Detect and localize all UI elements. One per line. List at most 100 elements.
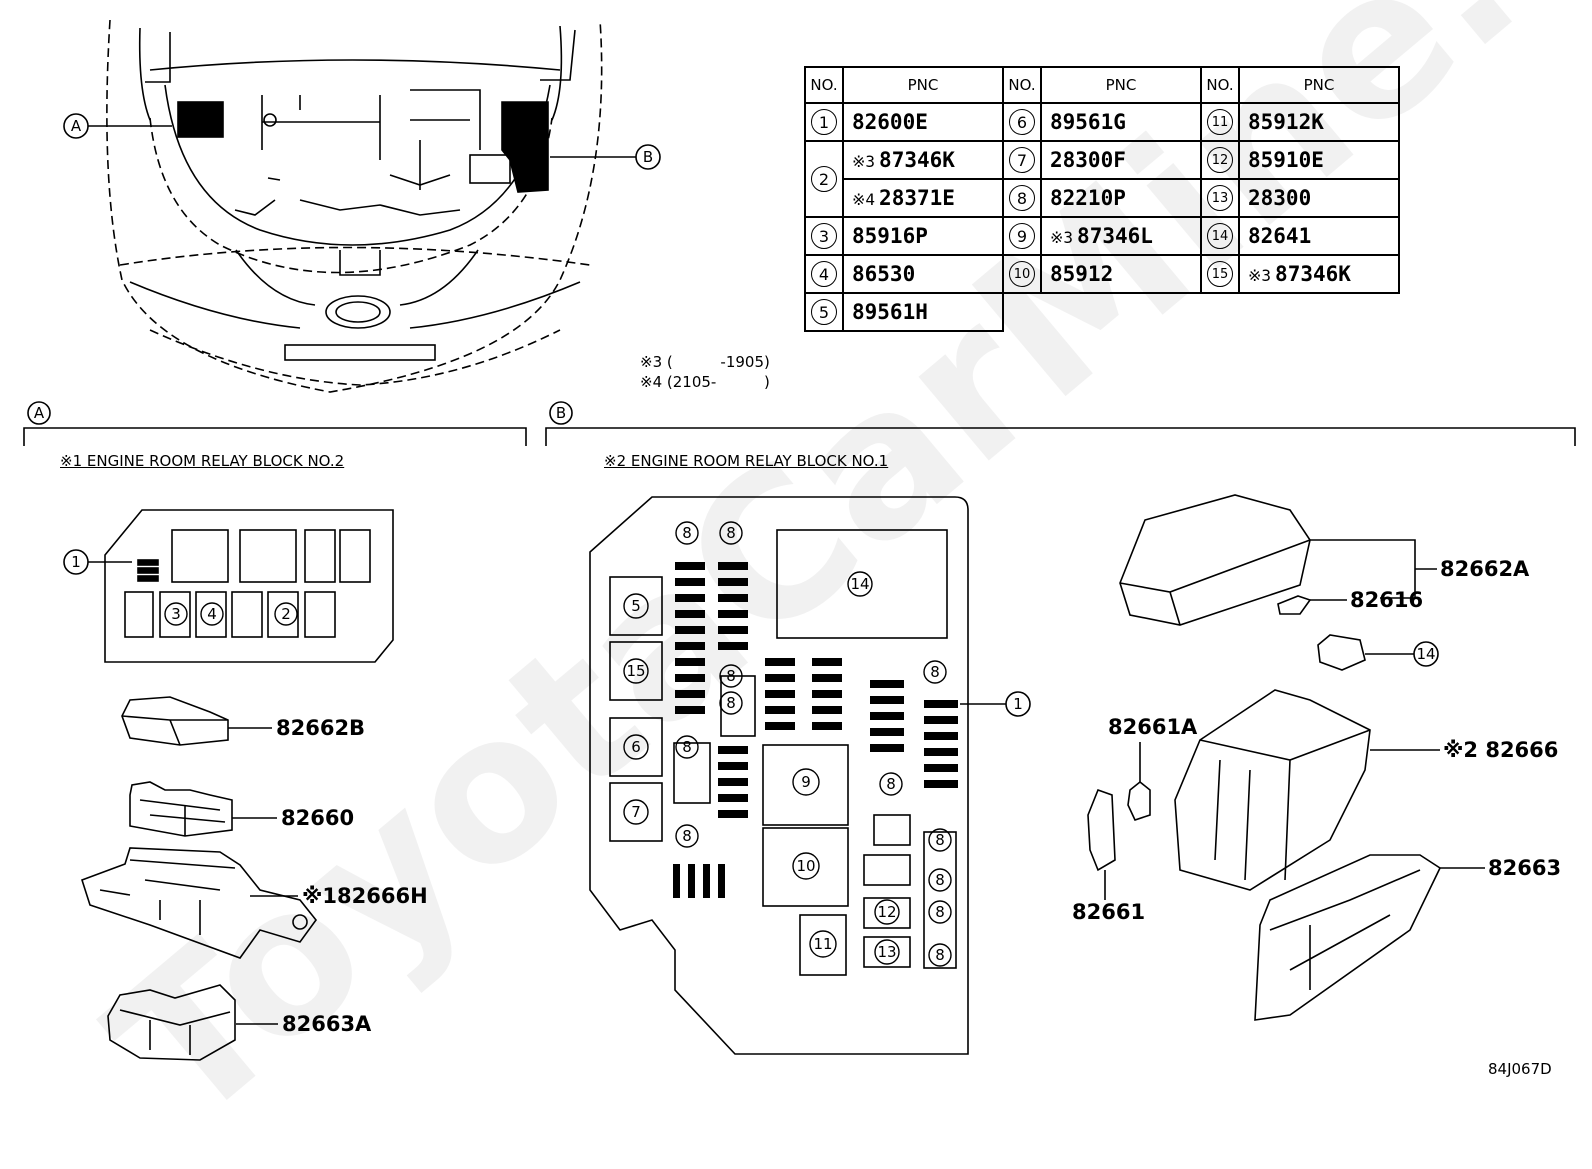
row-pnc: 28300: [1238, 178, 1400, 218]
row-pnc: 86530: [842, 254, 1004, 294]
part-label-82616: 82616: [1350, 588, 1423, 612]
bracket-b: [545, 427, 1576, 446]
row-no: 2: [811, 166, 837, 192]
drawing-code: 84J067D: [1488, 1060, 1552, 1078]
bracket-a: [23, 427, 527, 446]
row-pnc: 85912K: [1238, 102, 1400, 142]
row-no: 14: [1207, 223, 1233, 249]
table-header-row: NO. PNC NO. PNC NO. PNC: [804, 66, 1400, 104]
row-no: 5: [811, 299, 837, 325]
table-row: 5 89561H: [804, 292, 1399, 332]
part-82641-sketch: [1317, 634, 1439, 671]
row-pnc: 85916P: [842, 216, 1004, 256]
part-82661-sketch: [1087, 742, 1151, 900]
block-b-label-8: 8: [886, 775, 896, 793]
header-no-2: NO.: [1002, 66, 1042, 104]
row-no: 11: [1207, 109, 1233, 135]
callout-b-top: B: [643, 148, 653, 166]
part-label-82666H: ※182666H: [302, 884, 428, 908]
footnote-4: ※4 (2105- ): [640, 373, 770, 391]
block-b-label-6: 6: [631, 738, 641, 756]
row-no: 10: [1009, 261, 1035, 287]
part-label-82662A: 82662A: [1440, 557, 1530, 581]
row-pnc: 82641: [1238, 216, 1400, 256]
row-no: 9: [1009, 223, 1035, 249]
part-label-82660: 82660: [281, 806, 354, 830]
row-note: ※3: [852, 152, 876, 171]
block-b-label-8: 8: [935, 831, 945, 849]
callout-b-section: B: [556, 404, 566, 422]
block-b-label-10: 10: [796, 857, 815, 875]
line-art: A B A B 1 3 4 2 8 8 14 5 15 6 7 8 8 8 8 …: [23, 19, 1576, 1061]
row-pnc: 28371E: [879, 186, 955, 210]
section-a-title: ※1 ENGINE ROOM RELAY BLOCK NO.2: [60, 452, 345, 470]
terminal-bars: [673, 562, 958, 898]
part-label-82661A: 82661A: [1108, 715, 1198, 739]
block-b-label-8: 8: [935, 946, 945, 964]
header-pnc-1: PNC: [842, 66, 1004, 104]
part-label-82666: ※2 82666: [1443, 738, 1558, 762]
block-b-label-5: 5: [631, 597, 641, 615]
footnotes: ※3 ( -1905) ※4 (2105- ): [640, 352, 770, 392]
row-pnc: 87346L: [1077, 224, 1153, 248]
block-b-label-8: 8: [726, 667, 736, 685]
part-label-82663A: 82663A: [282, 1012, 372, 1036]
part-82662B-sketch: [121, 696, 272, 746]
row-no: 7: [1009, 147, 1035, 173]
block-b-label-8: 8: [726, 694, 736, 712]
block-a-callout-1: 1: [71, 553, 81, 571]
part-label-82661: 82661: [1072, 900, 1145, 924]
callout-a-top: A: [71, 117, 82, 135]
row-note: ※3: [1248, 266, 1272, 285]
row-no: 4: [811, 261, 837, 287]
row-pnc: 87346K: [879, 148, 955, 172]
row-no: 6: [1009, 109, 1035, 135]
row-pnc: 87346K: [1275, 262, 1351, 286]
block-b-label-15: 15: [626, 662, 645, 680]
part-82662A-sketch: [1119, 494, 1437, 626]
row-no: 15: [1207, 261, 1233, 287]
block-b-label-8: 8: [935, 871, 945, 889]
diagram-stage: ToyotaCarMine.ru: [23, 0, 1592, 1168]
block-b-label-8: 8: [682, 738, 692, 756]
row-pnc: 85912: [1040, 254, 1202, 294]
section-b-title: ※2 ENGINE ROOM RELAY BLOCK NO.1: [604, 452, 889, 470]
block-b-label-7: 7: [631, 803, 641, 821]
block-b-label-9: 9: [801, 773, 811, 791]
row-no: 12: [1207, 147, 1233, 173]
block-b-label-13: 13: [877, 943, 896, 961]
header-no-1: NO.: [804, 66, 844, 104]
block-b-label-14: 14: [850, 575, 869, 593]
right-callout-14: 14: [1416, 645, 1435, 663]
part-label-82663: 82663: [1488, 856, 1561, 880]
row-pnc: 28300F: [1040, 140, 1202, 180]
relay-block-a: [63, 509, 394, 663]
part-label-82662B: 82662B: [276, 716, 365, 740]
part-82663-sketch: [1254, 854, 1485, 1021]
row-pnc: 82600E: [842, 102, 1004, 142]
row-pnc: 89561H: [842, 292, 1004, 332]
block-a-label-4: 4: [207, 605, 217, 623]
callout-a-section: A: [34, 404, 45, 422]
row-pnc: 89561G: [1040, 102, 1202, 142]
row-pnc: 85910E: [1238, 140, 1400, 180]
footnote-3: ※3 ( -1905): [640, 353, 770, 371]
part-82666H-sketch: [81, 847, 318, 959]
block-b-label-8: 8: [935, 903, 945, 921]
block-b-label-8: 8: [930, 663, 940, 681]
part-82616-sketch: [1277, 595, 1347, 615]
pnc-table: NO. PNC NO. PNC NO. PNC 1 82600E 6 89561…: [804, 66, 1400, 332]
header-no-3: NO.: [1200, 66, 1240, 104]
block-b-callout-1: 1: [1013, 695, 1023, 713]
block-b-label-8: 8: [726, 524, 736, 542]
table-row: 1 82600E 6 89561G 11 85912K: [804, 102, 1400, 142]
block-a-label-3: 3: [171, 605, 181, 623]
row-note: ※4: [852, 190, 876, 209]
block-b-label-12: 12: [877, 903, 896, 921]
row-pnc: 82210P: [1040, 178, 1202, 218]
block-b-label-8: 8: [682, 524, 692, 542]
